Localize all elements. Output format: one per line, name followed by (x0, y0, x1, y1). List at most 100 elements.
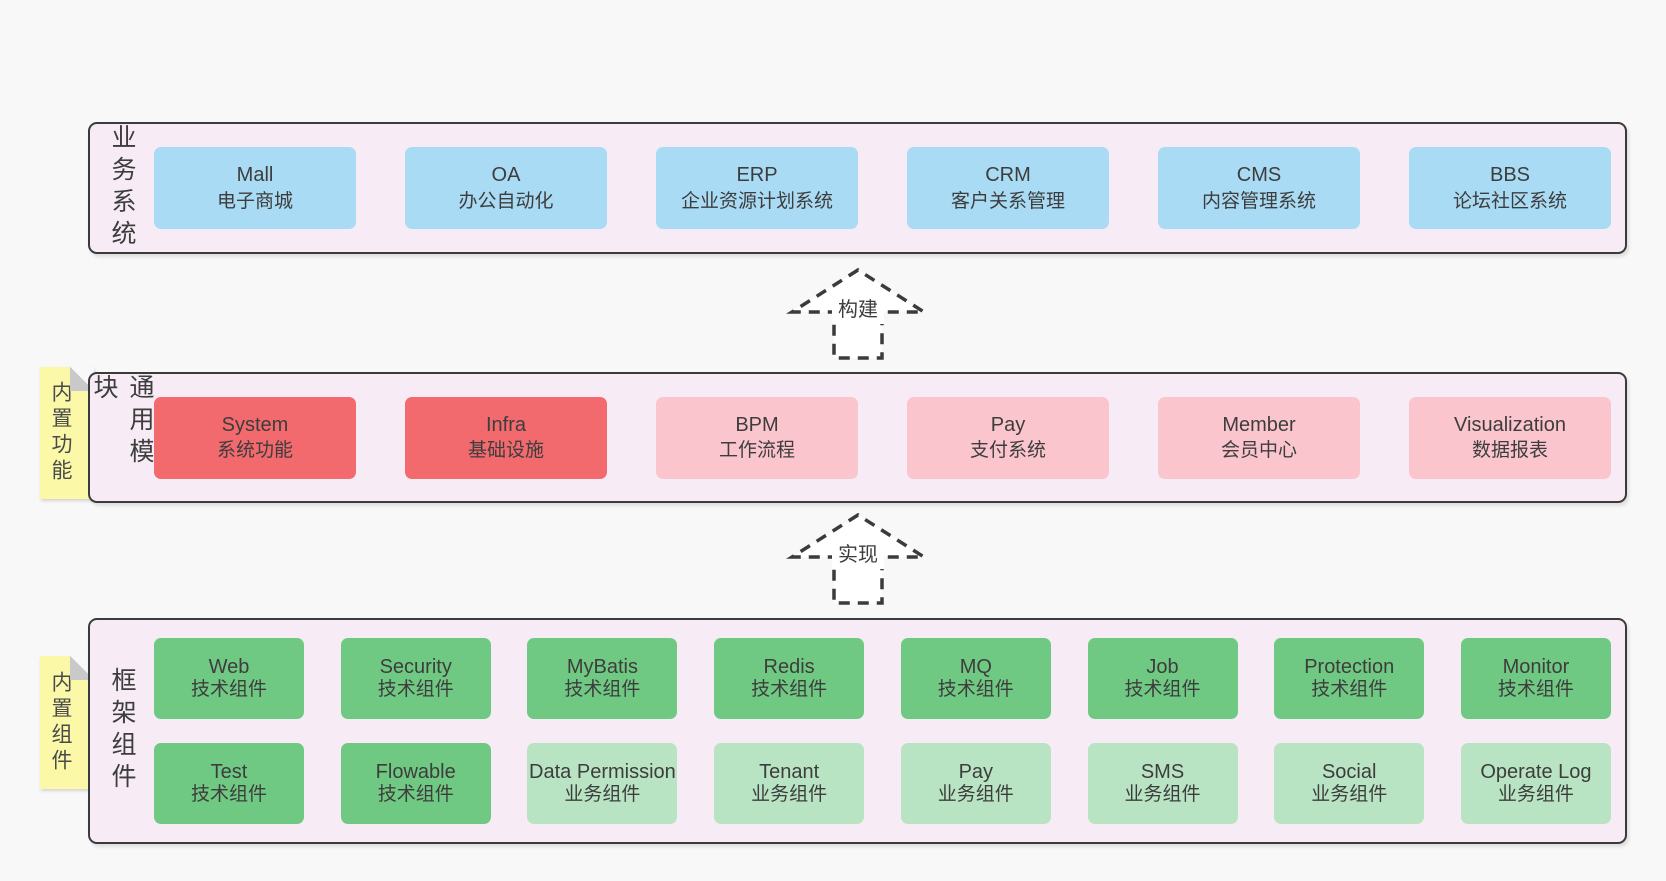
box-title: Mall (236, 164, 274, 187)
box-title: ERP (736, 164, 778, 187)
box-title: Job (1146, 656, 1179, 679)
box-title: Redis (763, 656, 815, 679)
box-subtitle: 基础设施 (467, 440, 544, 462)
box-title: Tenant (759, 761, 820, 784)
arrow-label-background (832, 292, 884, 324)
business-systems-boxes: Mall 电子商城 OA 办公自动化 ERP 企业资源计划系统 CRM 客户关系管理 CMS 内容… (154, 124, 1611, 252)
module-box-visualization: Visualization 数据报表 (1409, 396, 1611, 479)
band-label-common-modules: 通用模块 (90, 374, 154, 470)
arrow-label-background (832, 537, 884, 569)
box-subtitle: 技术组件 (1124, 679, 1201, 701)
box-title: Flowable (375, 761, 456, 784)
box-title: BPM (735, 413, 779, 436)
box-title: Pay (990, 413, 1026, 436)
band-label-business-systems: 业务系统 (108, 124, 136, 252)
box-subtitle: 办公自动化 (458, 190, 554, 212)
module-box-crm: CRM 客户关系管理 (907, 147, 1109, 229)
sticky-note-builtin-features: 内置功能 (40, 367, 94, 499)
sticky-note-label: 内置组件 (49, 670, 72, 775)
box-subtitle: 业务组件 (937, 784, 1014, 806)
arrow-label: 实现 (838, 543, 878, 566)
implement-arrow: 实现 (785, 512, 931, 605)
box-title: Infra (485, 413, 527, 436)
module-box-bbs: BBS 论坛社区系统 (1409, 147, 1611, 229)
box-title: Data Permission (529, 761, 676, 784)
box-subtitle: 技术组件 (190, 784, 267, 806)
box-title: Visualization (1454, 413, 1566, 436)
band-label-framework-components: 框架组件 (108, 667, 136, 795)
box-title: MyBatis (566, 656, 638, 679)
business-systems-band: 业务系统 Mall 电子商城 OA 办公自动化 ERP 企业资源计划系统 CRM 客户关系管理… (88, 122, 1627, 254)
box-title: Test (210, 761, 248, 784)
box-title: CMS (1236, 164, 1282, 187)
box-subtitle: 业务组件 (1497, 784, 1574, 806)
box-title: Monitor (1502, 656, 1570, 679)
box-subtitle: 技术组件 (751, 679, 828, 701)
module-box-oa: OA 办公自动化 (405, 147, 607, 229)
box-subtitle: 论坛社区系统 (1452, 190, 1567, 212)
box-title: MQ (959, 656, 992, 679)
box-subtitle: 技术组件 (1311, 679, 1388, 701)
box-subtitle: 电子商城 (216, 190, 293, 212)
module-box-erp: ERP 企业资源计划系统 (656, 147, 858, 229)
module-box-mall: Mall 电子商城 (154, 147, 356, 229)
box-subtitle: 业务组件 (751, 784, 828, 806)
box-subtitle: 客户关系管理 (950, 190, 1065, 212)
sticky-note-builtin-components: 内置组件 (40, 656, 94, 789)
box-title: CRM (985, 164, 1031, 187)
box-subtitle: 业务组件 (1311, 784, 1388, 806)
box-subtitle: 企业资源计划系统 (680, 190, 833, 212)
box-subtitle: 系统功能 (216, 440, 293, 462)
arrow-label: 构建 (838, 298, 878, 321)
box-subtitle: 技术组件 (377, 784, 454, 806)
box-subtitle: 业务组件 (1124, 784, 1201, 806)
box-title: Social (1321, 761, 1377, 784)
build-arrow: 构建 (785, 267, 931, 360)
box-subtitle: 技术组件 (190, 679, 267, 701)
box-title: Pay (958, 761, 994, 784)
sticky-note-label: 内置功能 (49, 381, 72, 485)
box-subtitle: 工作流程 (718, 440, 795, 462)
box-subtitle: 技术组件 (564, 679, 641, 701)
box-subtitle: 支付系统 (969, 440, 1046, 462)
box-subtitle: 内容管理系统 (1201, 190, 1316, 212)
box-subtitle: 技术组件 (1497, 679, 1574, 701)
box-subtitle: 技术组件 (377, 679, 454, 701)
box-title: OA (491, 164, 521, 187)
box-title: Web (208, 656, 250, 679)
box-subtitle: 会员中心 (1220, 440, 1297, 462)
module-box-cms: CMS 内容管理系统 (1158, 147, 1360, 229)
box-title: SMS (1140, 761, 1185, 784)
box-subtitle: 技术组件 (937, 679, 1014, 701)
box-title: BBS (1489, 164, 1531, 187)
module-box-infra: Infra 基础设施 (405, 396, 607, 479)
box-title: Member (1222, 413, 1296, 436)
box-subtitle: 数据报表 (1471, 440, 1548, 462)
box-title: Protection (1304, 656, 1395, 679)
module-box-member: Member 会员中心 (1158, 396, 1360, 479)
